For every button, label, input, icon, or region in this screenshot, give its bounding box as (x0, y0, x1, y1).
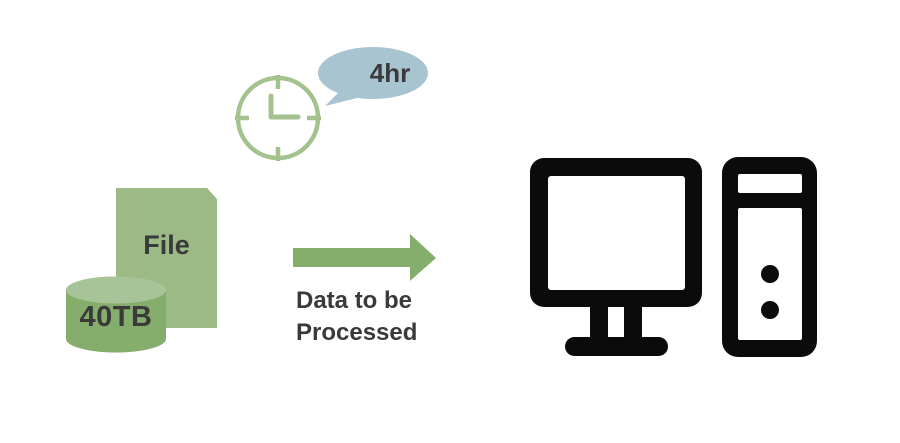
desktop-computer-icon (530, 157, 817, 357)
monitor-icon (530, 158, 702, 356)
speech-bubble (318, 47, 428, 106)
duration-label: 4hr (369, 58, 411, 88)
database-cylinder-icon (66, 276, 166, 353)
clock-icon (235, 75, 321, 161)
tower-icon (722, 157, 817, 357)
arrow-caption: Data to be Processed (296, 287, 418, 346)
capacity-label: 40TB (79, 301, 153, 333)
arrow-right-icon (293, 234, 436, 281)
file-label: File (143, 230, 190, 260)
